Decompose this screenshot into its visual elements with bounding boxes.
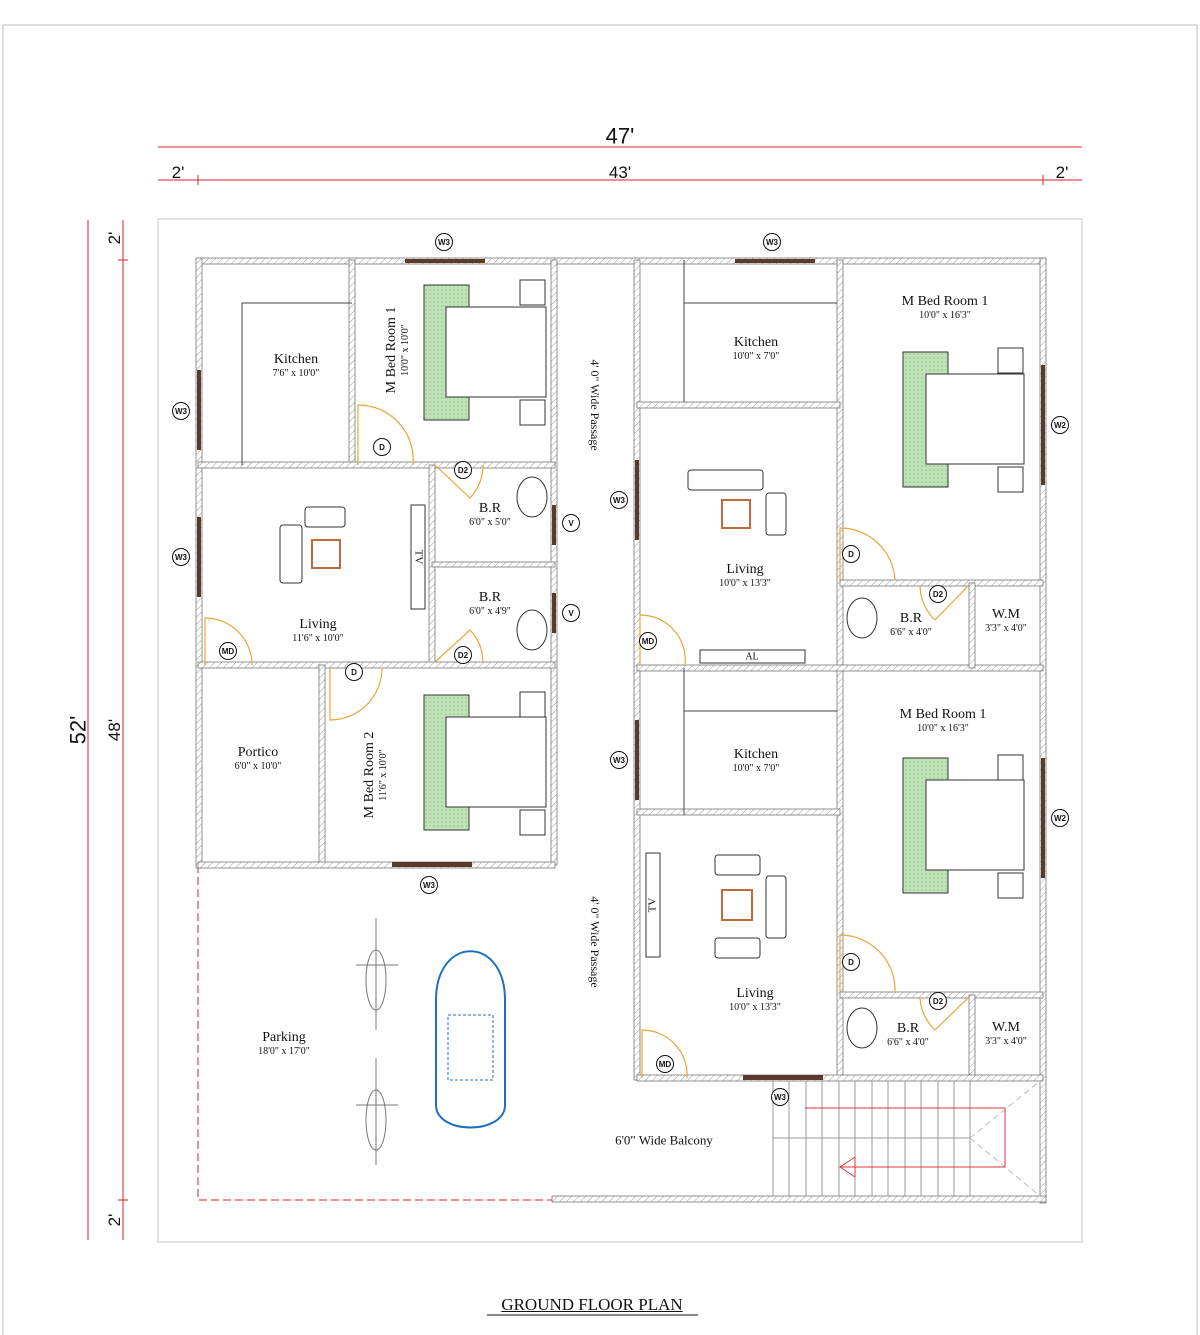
window-tag-w3: W3 xyxy=(420,876,438,894)
walls xyxy=(195,257,1047,1204)
bed xyxy=(423,279,547,426)
window-tag-w2: W2 xyxy=(1051,809,1069,827)
passage-lower: 4' 0" Wide Passage xyxy=(587,896,602,988)
door-tag-d: D xyxy=(842,953,860,971)
windows xyxy=(197,259,1045,1080)
passage-upper: 4' 0" Wide Passage xyxy=(587,359,602,451)
window-tag-w3: W3 xyxy=(172,548,190,566)
ventilator-tag: V xyxy=(562,514,580,532)
beds xyxy=(423,279,1025,899)
door-tag-d: D xyxy=(373,438,391,456)
dim-inner-depth: 48' xyxy=(105,718,125,742)
door-tag-d2: D2 xyxy=(454,461,472,479)
dim-right-margin: 2' xyxy=(1055,163,1069,183)
sheet-border xyxy=(2,24,1198,1335)
dim-inner-width: 43' xyxy=(608,163,632,183)
ventilator-tag: V xyxy=(562,604,580,622)
bed xyxy=(902,347,1025,493)
bed xyxy=(902,754,1025,899)
dim-total-width: 47' xyxy=(605,123,635,149)
car xyxy=(435,950,506,1129)
kitchen-counters xyxy=(241,260,837,815)
dimension-lines xyxy=(87,146,1082,1240)
door-tag-d2: D2 xyxy=(454,646,472,664)
toilets xyxy=(516,476,878,1049)
door-tag-d: D xyxy=(345,663,363,681)
main-door-tag: MD xyxy=(656,1055,674,1073)
staircase xyxy=(772,1080,1041,1197)
tv-unit-a: TV xyxy=(412,549,425,565)
window-tag-w3: W3 xyxy=(771,1088,789,1106)
tv-unit-c: TV xyxy=(646,897,659,913)
door-tag-d2: D2 xyxy=(929,992,947,1010)
dim-top-margin: 2' xyxy=(105,231,125,245)
balcony-label: 6'0" Wide Balcony xyxy=(615,1132,713,1148)
dim-left-margin: 2' xyxy=(171,163,185,183)
plan-title: GROUND FLOOR PLAN xyxy=(501,1295,683,1314)
dim-bottom-margin: 2' xyxy=(105,1213,125,1227)
door-tag-d: D xyxy=(842,545,860,563)
main-door-tag: MD xyxy=(639,632,657,650)
door-swings xyxy=(204,404,969,1079)
dim-total-depth: 52' xyxy=(65,715,91,745)
window-tag-w3: W3 xyxy=(610,751,628,769)
window-tag-w3: W3 xyxy=(172,402,190,420)
main-door-tag: MD xyxy=(219,642,237,660)
window-tag-w3: W3 xyxy=(763,233,781,251)
motorbikes xyxy=(356,918,398,1165)
al-unit-b: AL xyxy=(745,651,759,663)
bed xyxy=(423,691,547,836)
parking-boundary xyxy=(197,865,555,1201)
stair-direction-arrow xyxy=(805,1107,1006,1178)
door-tag-d2: D2 xyxy=(929,585,947,603)
sofa-sets xyxy=(279,469,806,959)
window-tag-w3: W3 xyxy=(610,491,628,509)
window-tag-w3: W3 xyxy=(435,233,453,251)
window-tag-w2: W2 xyxy=(1051,416,1069,434)
